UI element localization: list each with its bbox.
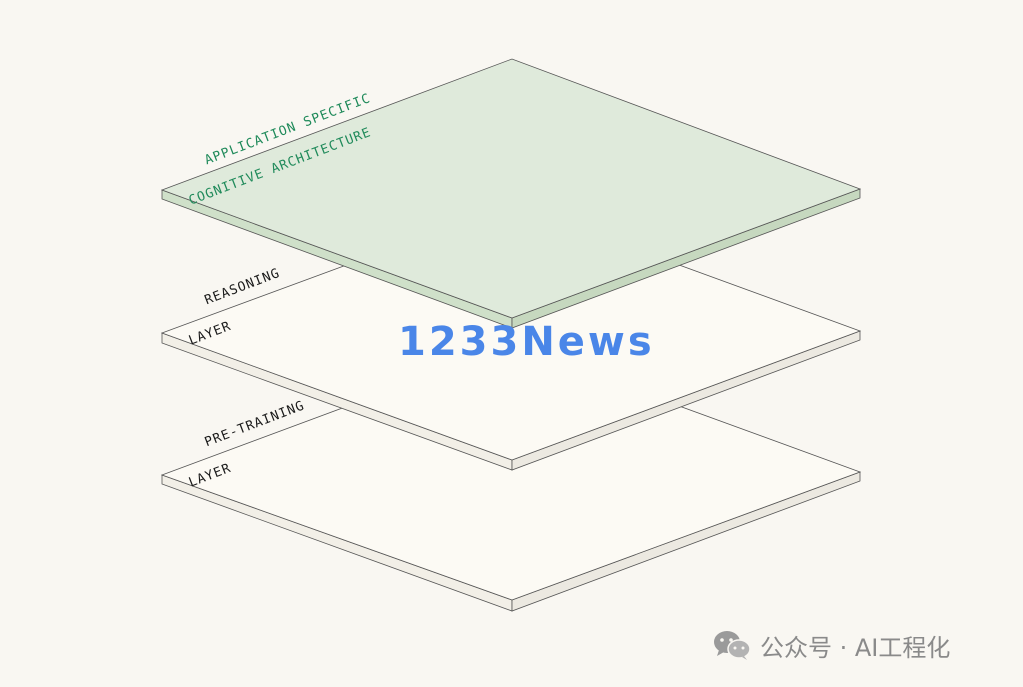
brand-watermark: 1233News [398, 319, 655, 365]
reasoning-label-line2: LAYER [186, 318, 234, 349]
footer-account-text: 公众号 · AI工程化 [760, 633, 951, 662]
application-layer-plate [160, 58, 862, 329]
pretraining-label-line2: LAYER [186, 460, 234, 491]
wechat-icon [714, 631, 751, 660]
wechat-footer: 公众号 · AI工程化 [712, 628, 950, 662]
